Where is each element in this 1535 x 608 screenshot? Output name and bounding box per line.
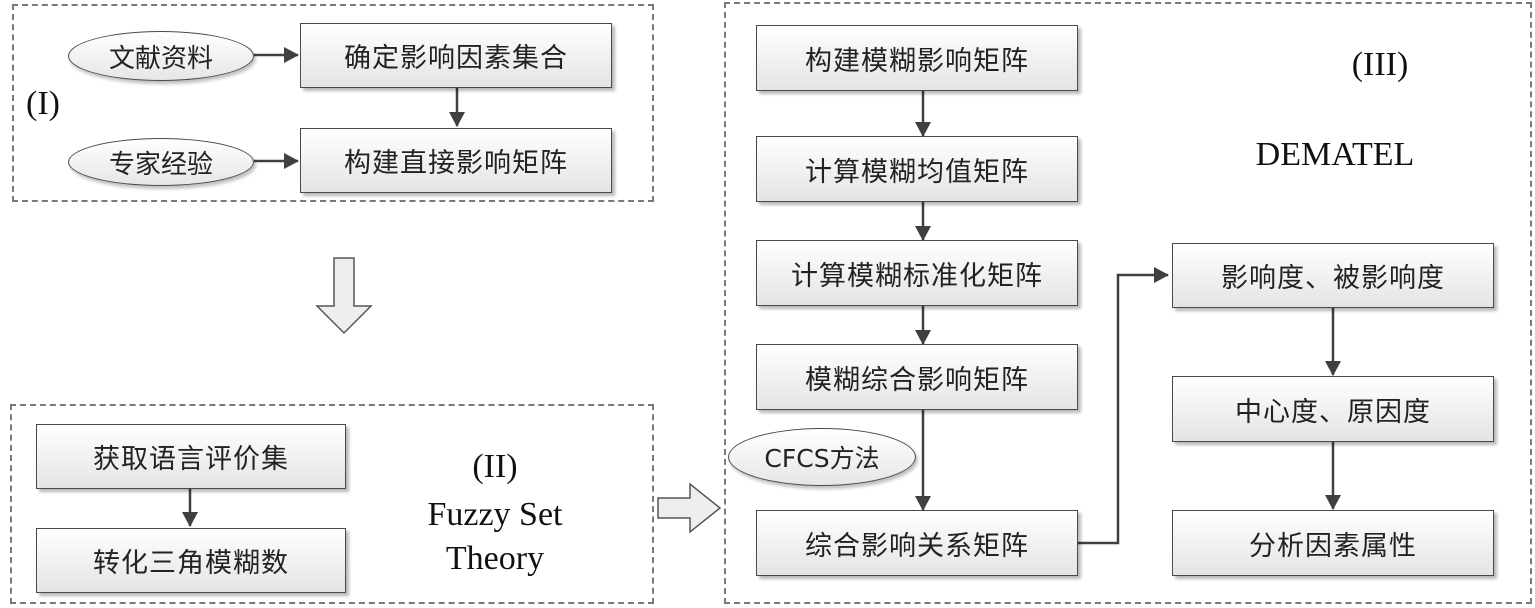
step-build-fuzzy-influence-matrix: 构建模糊影响矩阵 — [756, 25, 1078, 91]
fuzzy-set-title-line1: Fuzzy Set — [427, 496, 563, 533]
method-cfcs: CFCS方法 — [728, 428, 916, 486]
panel-3-label: (III) — [1351, 46, 1409, 83]
panel-1-label: (I) — [26, 85, 60, 122]
fuzzy-set-title-line2: Theory — [445, 540, 545, 577]
step-fuzzy-normalized-matrix: 计算模糊标准化矩阵 — [756, 240, 1078, 306]
panel-fuzzy-set-theory — [10, 404, 654, 604]
step-determine-factor-set: 确定影响因素集合 — [300, 23, 612, 88]
step-influence-degree: 影响度、被影响度 — [1172, 243, 1494, 308]
step-fuzzy-total-influence-matrix: 模糊综合影响矩阵 — [756, 344, 1078, 410]
step-build-direct-influence-matrix: 构建直接影响矩阵 — [300, 128, 612, 193]
step-centrality-causality: 中心度、原因度 — [1172, 376, 1494, 442]
step-fuzzy-mean-matrix: 计算模糊均值矩阵 — [756, 136, 1078, 202]
step-triangular-fuzzy-numbers: 转化三角模糊数 — [36, 528, 346, 593]
source-literature: 文献资料 — [68, 31, 254, 81]
panel-2-label: (II) — [472, 448, 518, 485]
block-arrow-right — [657, 482, 722, 534]
panel-data-collection — [12, 4, 654, 202]
dematel-title: DEMATEL — [1255, 136, 1415, 173]
arrow-relation-matrix-to-influence — [1078, 267, 1169, 545]
source-expert: 专家经验 — [68, 138, 254, 186]
block-arrow-down — [315, 257, 373, 335]
step-linguistic-evaluation-set: 获取语言评价集 — [36, 424, 346, 489]
step-analyze-factor-attributes: 分析因素属性 — [1172, 510, 1494, 576]
panel-dematel — [724, 2, 1532, 604]
step-total-influence-relation-matrix: 综合影响关系矩阵 — [756, 510, 1078, 576]
